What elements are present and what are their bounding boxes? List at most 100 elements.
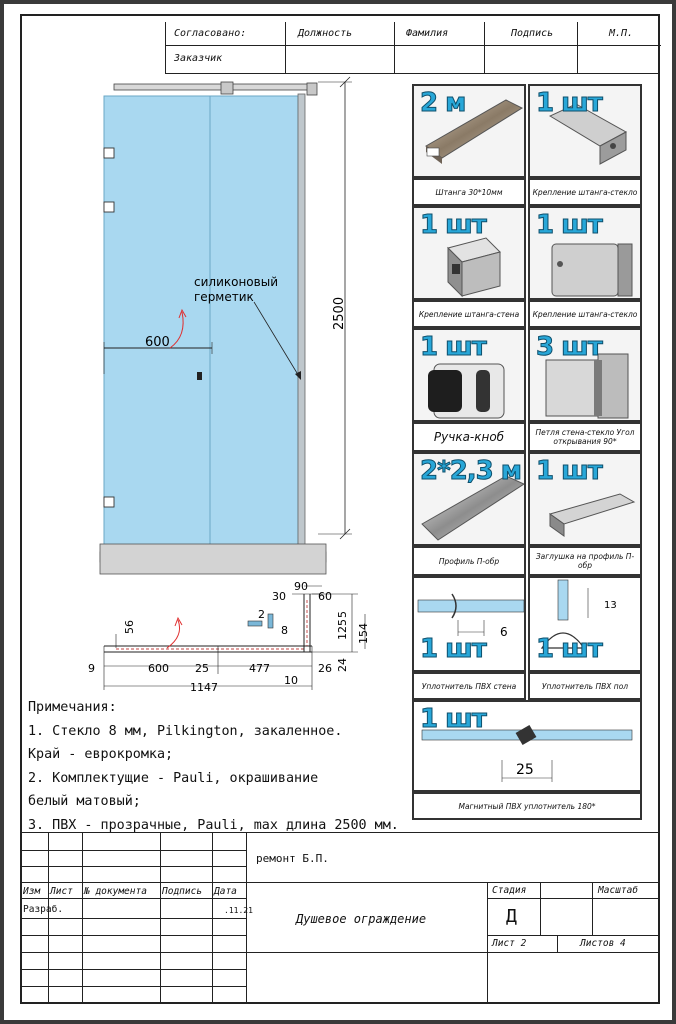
sealant-label-line1: силиконовый: [194, 275, 278, 289]
col-izm: Изм: [23, 886, 41, 897]
bracket-bar-glass-cube-photo-icon: [551, 243, 633, 297]
component-caption: Крепление штанга-стекло: [528, 300, 642, 328]
component-caption: Уплотнитель ПВХ пол: [528, 672, 642, 700]
component-qty: 1 шт: [420, 704, 488, 735]
component-caption: Штанга 30*10мм: [412, 178, 526, 206]
hinge-icon: [103, 147, 115, 159]
plan-dim-60: 60: [318, 590, 332, 603]
knob-icon: [197, 372, 202, 380]
component-caption: Уплотнитель ПВХ стена: [412, 672, 526, 700]
wall-profile: [297, 93, 306, 553]
component-qty: 1 шт: [536, 456, 604, 487]
door-swing-arrow: [169, 311, 184, 349]
notes-block: Примечания: 1. Стекло 8 мм, Pilkington, …: [28, 696, 408, 838]
col-date: Дата: [214, 886, 237, 897]
plan-dim-24: 24: [336, 658, 349, 672]
sealant-leader-line: [253, 301, 301, 379]
plan-dim-90: 90: [294, 580, 308, 593]
plan-dim-30: 30: [272, 590, 286, 603]
approval-table: Согласовано: Должность Фамилия Подпись М…: [165, 22, 661, 74]
plan-dim-1147: 1147: [190, 681, 218, 694]
component-tile: 2 м: [412, 84, 526, 178]
knob-handle-photo-icon: [428, 363, 505, 419]
notes-line: Край - еврокромка;: [28, 747, 174, 763]
component-tile: 6 1 шт: [412, 576, 526, 672]
component-qty: 1 шт: [536, 210, 604, 241]
magnetic-seal-diagram-icon: 25: [421, 724, 633, 782]
hinge-icon: [103, 496, 115, 508]
sealant-label-line2: герметик: [194, 290, 254, 304]
sheets-total: Листов 4: [580, 938, 626, 949]
component-tile: 2*2,3 м: [412, 452, 526, 546]
sheet-number: Лист 2: [492, 938, 527, 949]
plan-dim-10: 10: [284, 674, 298, 687]
notes-line: белый матовый;: [28, 794, 141, 810]
approval-col-divider: [484, 22, 485, 74]
elevation-and-plan-svg: 600 силиконовый герметик 2500: [88, 76, 370, 694]
component-tile: 1 шт: [528, 206, 642, 300]
approval-col-divider: [285, 22, 286, 74]
hinge-photo-icon: [545, 353, 629, 419]
u-profile-photo-icon: [421, 475, 524, 541]
plan-dim-8: 8: [281, 624, 288, 637]
component-tile: 1 шт: [412, 328, 526, 422]
plan-dim-154: 154: [357, 623, 370, 644]
component-tile: 1 шт: [412, 206, 526, 300]
seal-wall-dim: 6: [500, 625, 508, 639]
approval-surname-label: Фамилия: [406, 28, 449, 39]
component-qty: 1 шт: [420, 332, 488, 363]
plan-dim-5: 5: [336, 611, 349, 618]
seal-floor-dim: 13: [604, 600, 617, 611]
product-name: Душевое ограждение: [296, 912, 427, 926]
plan-dim-2: 2: [258, 608, 265, 621]
stage-value: Д: [506, 906, 517, 927]
hinge-icon: [103, 201, 115, 213]
component-caption: Крепление штанга-стекло: [528, 178, 642, 206]
approval-col-divider: [577, 22, 578, 74]
approval-signature-label: Подпись: [511, 28, 554, 39]
component-tile: 1 шт: [528, 84, 642, 178]
component-qty: 2*2,3 м: [419, 456, 522, 487]
component-caption: Крепление штанга-стена: [412, 300, 526, 328]
component-qty: 1 шт: [420, 210, 488, 241]
plan-dim-26: 26: [318, 662, 332, 675]
component-tile: 3 шт: [528, 328, 642, 422]
height-dimension-label: 2500: [332, 297, 347, 330]
date-value: .11.21: [224, 906, 253, 915]
plan-dim-125: 125: [336, 619, 349, 640]
company-name: ремонт Б.П.: [256, 852, 329, 865]
notes-line: 3. ПВХ - прозрачные, Pauli, max длина 25…: [28, 817, 399, 833]
plan-dim-9: 9: [88, 662, 95, 675]
glass-fixed-panel: [209, 95, 299, 553]
col-list: Лист: [50, 886, 73, 897]
approval-agreed-label: Согласовано:: [174, 28, 247, 39]
plan-dim-600: 600: [148, 662, 169, 675]
notes-line: 1. Стекло 8 мм, Pilkington, закаленное.: [28, 723, 343, 739]
component-qty: 1 шт: [536, 634, 604, 665]
drawing-frame: [20, 14, 660, 1004]
magnetic-seal-dim: 25: [516, 762, 534, 778]
seal-wall-diagram-icon: 6: [417, 593, 524, 639]
component-tile: 1 шт: [528, 452, 642, 546]
plan-dim-477: 477: [249, 662, 270, 675]
bracket-bar-wall-photo-icon: [447, 237, 501, 298]
col-document: № документа: [84, 886, 147, 897]
component-qty: 1 шт: [536, 88, 604, 119]
approval-stamp-label: М.П.: [609, 28, 634, 39]
bracket-bar-glass-photo-icon: [548, 103, 628, 165]
plan-dim-25: 25: [195, 662, 209, 675]
component-qty: 3 шт: [536, 332, 604, 363]
scale-label: Масштаб: [598, 885, 639, 896]
shower-tray: [99, 543, 327, 575]
approval-customer-label: Заказчик: [174, 53, 223, 64]
developed-label: Разраб.: [23, 904, 64, 915]
plan-view: [103, 585, 366, 690]
approval-col-divider: [394, 22, 395, 74]
component-qty: 1 шт: [420, 634, 488, 665]
plan-dim-56: 56: [123, 620, 136, 634]
component-caption: Заглушка на профиль П-обр: [528, 546, 642, 576]
width-dimension-label: 600: [145, 335, 170, 350]
stage-label: Стадия: [492, 885, 527, 896]
component-qty: 2 м: [419, 88, 466, 119]
